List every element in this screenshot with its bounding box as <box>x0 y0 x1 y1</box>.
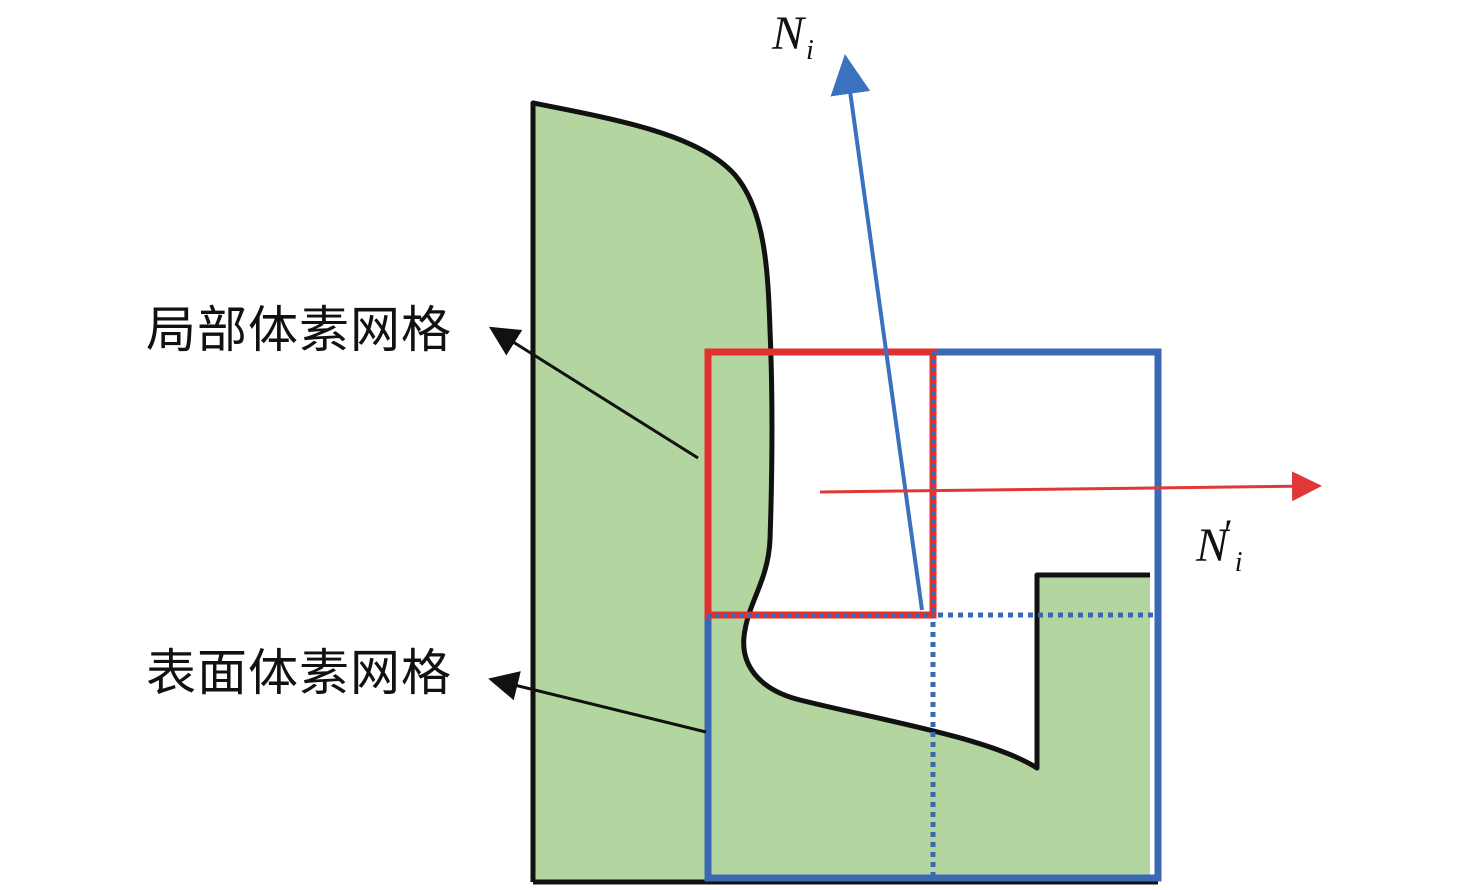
normal-vector-label: Ni <box>772 7 814 65</box>
rotated-normal-vector-symbol: N <box>1196 519 1229 572</box>
surface-voxel-grid-label: 表面体素网格 <box>146 644 452 702</box>
normal-vector-symbol: N <box>772 7 805 60</box>
rotated-normal-vector-label: N′i <box>1196 514 1243 577</box>
normal-vector-subscript: i <box>806 35 814 66</box>
rotated-normal-vector-prime: ′ <box>1224 511 1233 556</box>
local-grid-leader-arrow <box>488 326 699 460</box>
surface-grid-leader-arrow <box>488 671 707 734</box>
shape-outline <box>530 100 1150 882</box>
local-voxel-grid-label: 局部体素网格 <box>146 301 452 359</box>
rotated-normal-vector-subscript: i <box>1234 547 1243 578</box>
normal-arrow <box>830 54 924 611</box>
rotated-normal-arrow <box>819 471 1322 502</box>
surface-shape <box>533 103 1150 882</box>
